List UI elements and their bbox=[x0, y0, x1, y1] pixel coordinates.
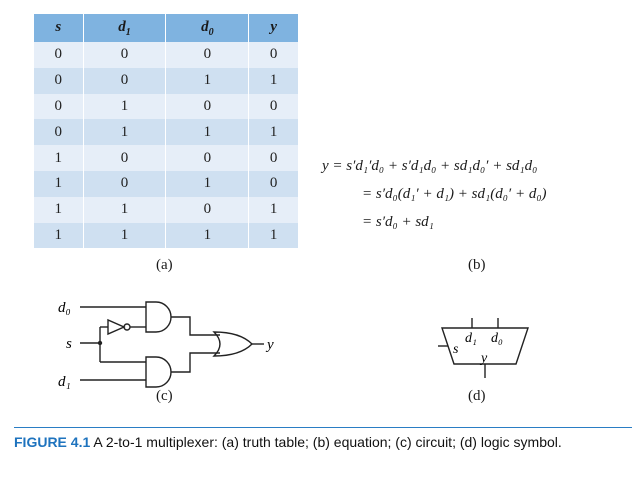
cell: 1 bbox=[165, 67, 250, 94]
and-gate-top bbox=[145, 301, 172, 333]
cell: 0 bbox=[165, 196, 250, 223]
symbol-label-d1: d₁ bbox=[465, 331, 477, 346]
cell: 0 bbox=[83, 42, 167, 68]
not-gate bbox=[107, 318, 126, 336]
cell: 0 bbox=[34, 93, 84, 120]
cell: 0 bbox=[248, 93, 298, 120]
cell: 1 bbox=[248, 196, 298, 223]
symbol-label-y: y bbox=[479, 351, 488, 366]
header-d1: d1 bbox=[83, 14, 167, 42]
cell: 0 bbox=[248, 170, 298, 197]
symbol-label-s: s bbox=[453, 342, 459, 357]
wire-and2-to-or bbox=[171, 352, 220, 373]
equation-line-1: y = s′d₁′d₀ + s′d₁d₀ + sd₁d₀′ + sd₁d₀ bbox=[322, 158, 538, 174]
caption-c: (c) bbox=[156, 388, 173, 404]
cell: 1 bbox=[165, 222, 250, 249]
header-d0: d0 bbox=[165, 14, 250, 42]
cell: 1 bbox=[34, 196, 84, 223]
figure-caption-text: A 2-to-1 multiplexer: (a) truth table; (… bbox=[93, 434, 562, 450]
equation-line-3: = s′d₀ + sd₁ bbox=[362, 214, 434, 230]
cell: 0 bbox=[34, 119, 84, 146]
cell: 1 bbox=[83, 196, 167, 223]
caption-b: (b) bbox=[468, 257, 486, 273]
cell: 0 bbox=[34, 67, 84, 94]
cell: 0 bbox=[34, 42, 84, 68]
cell: 0 bbox=[83, 67, 167, 94]
cell: 1 bbox=[83, 222, 167, 249]
mux-trapezoid bbox=[441, 327, 529, 365]
mux-circuit: d₀ s d₁ y bbox=[58, 300, 274, 390]
label-d1: d₁ bbox=[58, 374, 71, 390]
caption-d: (d) bbox=[468, 388, 486, 404]
equation-line-2: = s′d₀(d₁′ + d₁) + sd₁(d₀′ + d₀) bbox=[362, 186, 547, 202]
table-header-row: s d1 d0 y bbox=[34, 14, 298, 42]
cell: 1 bbox=[248, 119, 298, 146]
cell: 1 bbox=[248, 67, 298, 94]
label-d0: d₀ bbox=[58, 300, 71, 316]
cell: 1 bbox=[165, 170, 250, 197]
cell: 0 bbox=[248, 145, 298, 171]
cell: 1 bbox=[248, 222, 298, 249]
cell: 0 bbox=[83, 145, 167, 171]
symbol-label-d0: d₀ bbox=[491, 331, 503, 346]
cell: 0 bbox=[165, 145, 250, 171]
cell: 1 bbox=[34, 222, 84, 249]
junction-s bbox=[97, 340, 103, 346]
cell: 0 bbox=[165, 93, 250, 120]
cell: 1 bbox=[34, 170, 84, 197]
caption-rule bbox=[14, 427, 632, 428]
or-gate bbox=[212, 331, 253, 357]
cell: 1 bbox=[34, 145, 84, 171]
mux-symbol: d₁ d₀ s y bbox=[438, 318, 529, 378]
figure-caption: FIGURE 4.1 A 2-to-1 multiplexer: (a) tru… bbox=[14, 432, 624, 452]
wire-and1-to-or bbox=[171, 316, 220, 336]
header-y: y bbox=[248, 14, 298, 42]
cell: 0 bbox=[83, 170, 167, 197]
cell: 0 bbox=[165, 42, 250, 68]
cell: 1 bbox=[165, 119, 250, 146]
header-s: s bbox=[34, 14, 84, 42]
cell: 1 bbox=[83, 119, 167, 146]
and-gate-bottom bbox=[145, 356, 172, 388]
caption-a: (a) bbox=[156, 257, 173, 273]
label-s: s bbox=[66, 336, 72, 352]
label-y: y bbox=[265, 337, 274, 353]
cell: 0 bbox=[248, 42, 298, 68]
cell: 1 bbox=[83, 93, 167, 120]
figure-number: FIGURE 4.1 bbox=[14, 434, 91, 450]
